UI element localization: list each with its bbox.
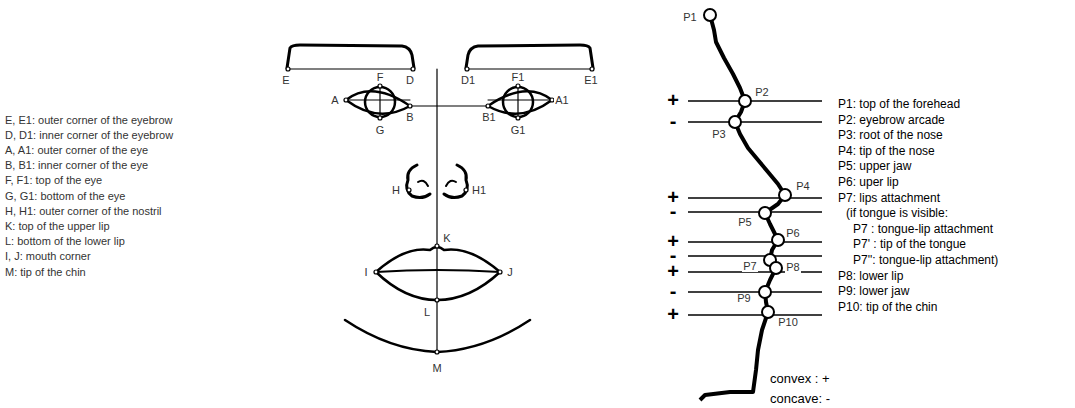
point-description: P4: tip of the nose	[838, 145, 935, 157]
guide-line	[517, 86, 518, 118]
point-description: P9: lower jaw	[838, 285, 909, 297]
point-letter: B1	[481, 112, 496, 123]
point-letter: D	[405, 75, 415, 86]
guide-line	[410, 105, 488, 106]
curvature-sign: -	[670, 201, 677, 221]
point-description: P10: tip of the chin	[838, 301, 937, 313]
guide-line	[346, 100, 410, 101]
point-label: P2	[754, 87, 769, 98]
point-letter: A	[330, 95, 339, 106]
curvature-sign: +	[667, 90, 679, 110]
eyebrow	[466, 45, 593, 68]
point-label: P1	[682, 12, 697, 23]
point-description: P6: uper lip	[838, 176, 899, 188]
point-label: P4	[795, 181, 810, 192]
legend-line: G, G1: bottom of the eye	[5, 191, 125, 202]
iris	[365, 87, 395, 117]
chin-curve	[345, 320, 530, 352]
curvature-sign: +	[667, 304, 679, 324]
legend-line: H, H1: outer corner of the nostril	[5, 206, 162, 217]
curvature-sign: -	[670, 281, 677, 301]
lower-lip	[376, 272, 500, 300]
eye	[346, 91, 410, 113]
point-letter: M	[431, 363, 442, 374]
lips-line	[376, 270, 500, 272]
legend-line: D, D1: inner corner of the eyebrow	[5, 130, 173, 141]
iris	[503, 87, 533, 117]
legend-line: K: top of the upper lip	[5, 221, 110, 232]
point-description: P8: lower lip	[838, 270, 903, 282]
point-label: P3	[711, 129, 726, 140]
point-letter: K	[442, 233, 451, 244]
concave-key: concave: -	[770, 392, 830, 405]
upper-lip	[376, 247, 500, 272]
level-lines	[688, 101, 822, 315]
legend-line: M: tip of the chin	[5, 267, 86, 278]
profile-points	[704, 9, 791, 318]
curvature-sign: +	[667, 261, 679, 281]
point-letter: D1	[460, 75, 476, 86]
point-letter: J	[506, 267, 514, 278]
guide-line	[488, 100, 552, 101]
nostril	[446, 181, 456, 186]
legend-line: E, E1: outer corner of the eyebrow	[5, 115, 173, 126]
point-description: (if tongue is visible:	[846, 207, 948, 219]
point-letter: H1	[471, 185, 487, 196]
nostril	[444, 165, 467, 198]
point-description: P2: eyebrow arcade	[838, 114, 945, 126]
point-letter: E	[281, 75, 290, 86]
point-label: P10	[777, 317, 799, 328]
guide-line	[287, 68, 414, 69]
feature-points	[286, 67, 594, 354]
point-letter: G1	[510, 125, 527, 136]
nostril	[418, 181, 428, 186]
point-label: P6	[785, 228, 800, 239]
legend-line: I, J: mouth corner	[5, 251, 91, 262]
point-label: P7	[742, 261, 757, 272]
profile-line	[700, 15, 785, 400]
point-description: P7' : tip of the tongue	[853, 238, 966, 250]
point-letter: G	[375, 125, 386, 136]
point-letter: E1	[583, 75, 598, 86]
point-letter: B	[405, 112, 414, 123]
midline	[436, 69, 437, 352]
legend-line: A, A1: outer corner of the eye	[5, 145, 148, 156]
point-description: P5: upper jaw	[838, 160, 911, 172]
curvature-sign: -	[670, 111, 677, 131]
guide-line	[379, 86, 380, 118]
eye	[488, 91, 552, 113]
legend-line: L: bottom of the lower lip	[5, 236, 125, 247]
point-description: P7: lips attachment	[838, 192, 940, 204]
point-letter: F	[376, 72, 385, 83]
point-letter: F1	[511, 72, 526, 83]
point-label: P9	[736, 293, 751, 304]
guide-line	[466, 68, 593, 69]
point-label: P8	[785, 262, 800, 273]
profile	[688, 9, 822, 400]
eyebrow	[287, 45, 414, 68]
nostril	[407, 165, 430, 198]
legend-line: B, B1: inner corner of the eye	[5, 160, 148, 171]
point-letter: A1	[554, 95, 569, 106]
point-description: P1: top of the forehead	[838, 98, 960, 110]
point-letter: L	[423, 307, 431, 318]
point-letter: I	[363, 267, 368, 278]
point-description: P3: root of the nose	[838, 129, 943, 141]
legend-line: F, F1: top of the eye	[5, 175, 102, 186]
point-label: P5	[737, 217, 752, 228]
point-letter: H	[391, 185, 401, 196]
convex-key: convex : +	[770, 372, 830, 385]
point-description: P7'': tongue-lip attachment)	[853, 254, 998, 266]
point-description: P7 : tongue-lip attachment	[853, 223, 993, 235]
